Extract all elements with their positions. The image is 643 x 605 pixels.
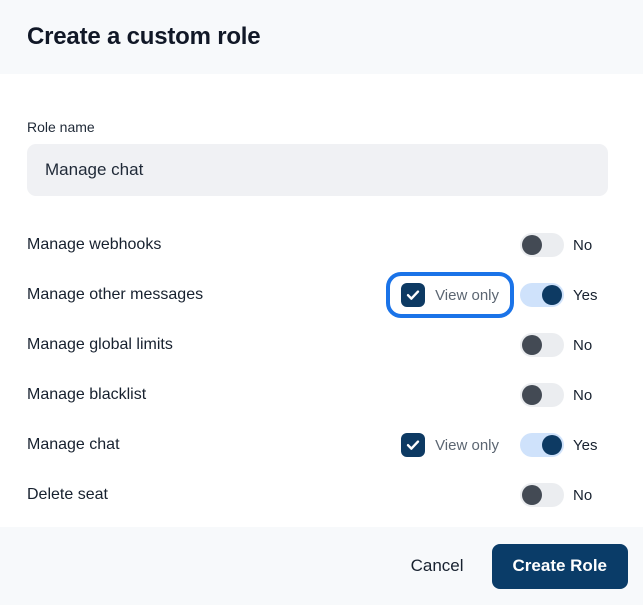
modal-footer: Cancel Create Role: [0, 527, 643, 605]
toggle-knob: [522, 485, 542, 505]
toggle-knob: [522, 385, 542, 405]
toggle-state-label: Yes: [573, 436, 598, 454]
permission-label: Manage webhooks: [27, 236, 162, 253]
role-name-input[interactable]: [27, 144, 608, 196]
toggle-knob: [522, 235, 542, 255]
view-only-label: View only: [435, 286, 499, 304]
toggle-switch[interactable]: [520, 433, 564, 457]
permission-toggle-group: No: [520, 333, 616, 357]
view-only-checkbox-group[interactable]: View only: [390, 426, 510, 464]
permission-label: Manage chat: [27, 436, 120, 453]
toggle-switch[interactable]: [520, 383, 564, 407]
modal-header: Create a custom role: [0, 0, 643, 74]
toggle-switch[interactable]: [520, 283, 564, 307]
toggle-knob: [542, 435, 562, 455]
toggle-switch[interactable]: [520, 483, 564, 507]
permission-label: Manage other messages: [27, 286, 204, 303]
view-only-checkbox-group[interactable]: View only: [386, 272, 514, 318]
permission-row: Manage webhooks No: [27, 220, 616, 270]
toggle-switch[interactable]: [520, 233, 564, 257]
permission-row: Manage other messages View only Yes: [27, 270, 616, 320]
permission-row: Delete seat No: [27, 470, 616, 520]
check-icon[interactable]: [401, 433, 426, 457]
toggle-switch[interactable]: [520, 333, 564, 357]
page-title: Create a custom role: [27, 23, 261, 50]
toggle-state-label: No: [573, 386, 593, 404]
permission-label: Manage global limits: [27, 336, 173, 353]
view-only-label: View only: [435, 436, 499, 454]
permission-toggle-group: No: [520, 483, 616, 507]
create-role-button[interactable]: Create Role: [491, 543, 628, 589]
toggle-knob: [542, 285, 562, 305]
toggle-state-label: No: [573, 486, 593, 504]
role-name-field-group: Role name: [27, 74, 616, 196]
permission-label: Delete seat: [27, 486, 108, 503]
cancel-button[interactable]: Cancel: [405, 548, 470, 584]
toggle-knob: [522, 335, 542, 355]
check-icon[interactable]: [401, 283, 426, 307]
role-name-label: Role name: [27, 119, 95, 135]
toggle-state-label: Yes: [573, 286, 598, 304]
permission-label: Manage blacklist: [27, 386, 147, 403]
permission-toggle-group: Yes: [520, 433, 616, 457]
permission-toggle-group: Yes: [520, 283, 616, 307]
toggle-state-label: No: [573, 236, 593, 254]
permission-row: Manage chat View only Yes: [27, 420, 616, 470]
permission-row: Manage blacklist No: [27, 370, 616, 420]
toggle-state-label: No: [573, 336, 593, 354]
permission-row: Manage global limits No: [27, 320, 616, 370]
permission-toggle-group: No: [520, 233, 616, 257]
permission-toggle-group: No: [520, 383, 616, 407]
